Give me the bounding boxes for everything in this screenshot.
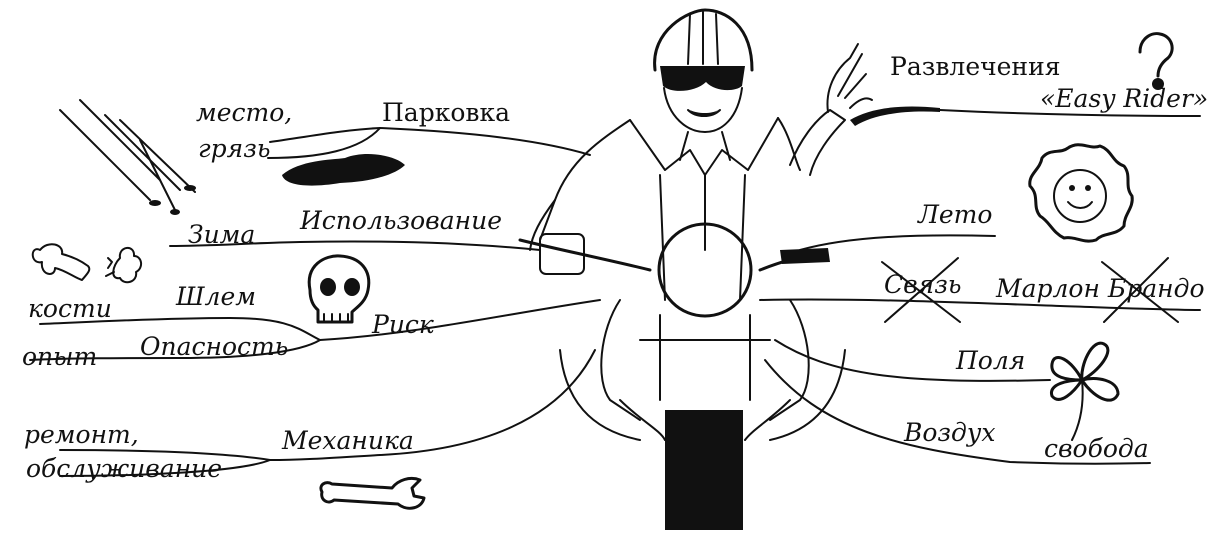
label-mechanics: Механика [282,426,414,455]
branch-brando [759,298,1201,311]
helmet [653,8,754,72]
branch-fields [774,339,1051,382]
label-service: обслуживание [26,454,223,483]
branch-mechanics-sub-service [59,459,271,477]
branch-parking-sub-dirt [267,127,381,159]
label-air: Воздух [904,418,996,447]
label-entertainment: Развлечения [890,52,1061,81]
rain-icon [59,99,196,215]
label-connection: Связь [884,270,962,299]
sunglasses [660,66,745,91]
branch-danger-sub-helmet [39,317,321,341]
label-danger: Опасность [140,332,289,361]
branch-danger-sub-experience [29,339,321,361]
branch-parking [379,127,591,156]
dirt-splotch-icon [282,154,405,186]
label-dirt: грязь [198,134,271,163]
label-bones: кости [28,294,112,323]
label-experience: опыт [22,342,98,371]
headlight [657,222,753,318]
branch-entertainment [939,109,1201,117]
wrench-icon [319,476,426,510]
question-mark-icon [1138,32,1174,90]
handlebar [518,238,822,272]
branch-usage [169,240,541,251]
right-grip [780,248,830,264]
branch-mechanics [269,349,596,461]
left-arm [529,199,556,251]
label-parking: Парковка [382,98,510,127]
face [663,87,743,133]
label-place: место, [196,98,293,127]
label-repair: ремонт, [24,420,139,449]
label-easy-rider: «Easy Rider» [1040,84,1209,113]
label-freedom: свобода [1044,434,1149,463]
branch-parking-sub-place [269,127,381,143]
branch-summer [799,234,996,251]
clover-icon [1050,341,1120,441]
waving-hand [826,43,873,113]
label-helmet: Шлем [176,282,256,311]
label-summer: Лето [918,200,993,229]
label-marlon-brando: Марлон Брандо [996,274,1205,303]
strike-through-marks [881,257,1179,323]
branch-entertainment-root [850,106,940,126]
raised-arm [789,109,846,176]
rider-on-motorcycle [518,8,873,530]
branch-air [764,359,1151,465]
label-usage: Использование [300,206,502,235]
bones-icon [31,243,142,284]
branch-danger [319,299,601,341]
label-winter: Зима [188,220,256,249]
label-fields: Поля [956,346,1026,375]
right-branches [759,106,1201,465]
branch-mechanics-sub-repair [59,449,271,461]
front-tire [665,410,743,530]
skull-icon [307,254,371,324]
jacket [629,117,779,176]
label-risk: Риск [372,310,434,339]
sun-icon [1028,143,1134,243]
left-branches [29,127,601,477]
